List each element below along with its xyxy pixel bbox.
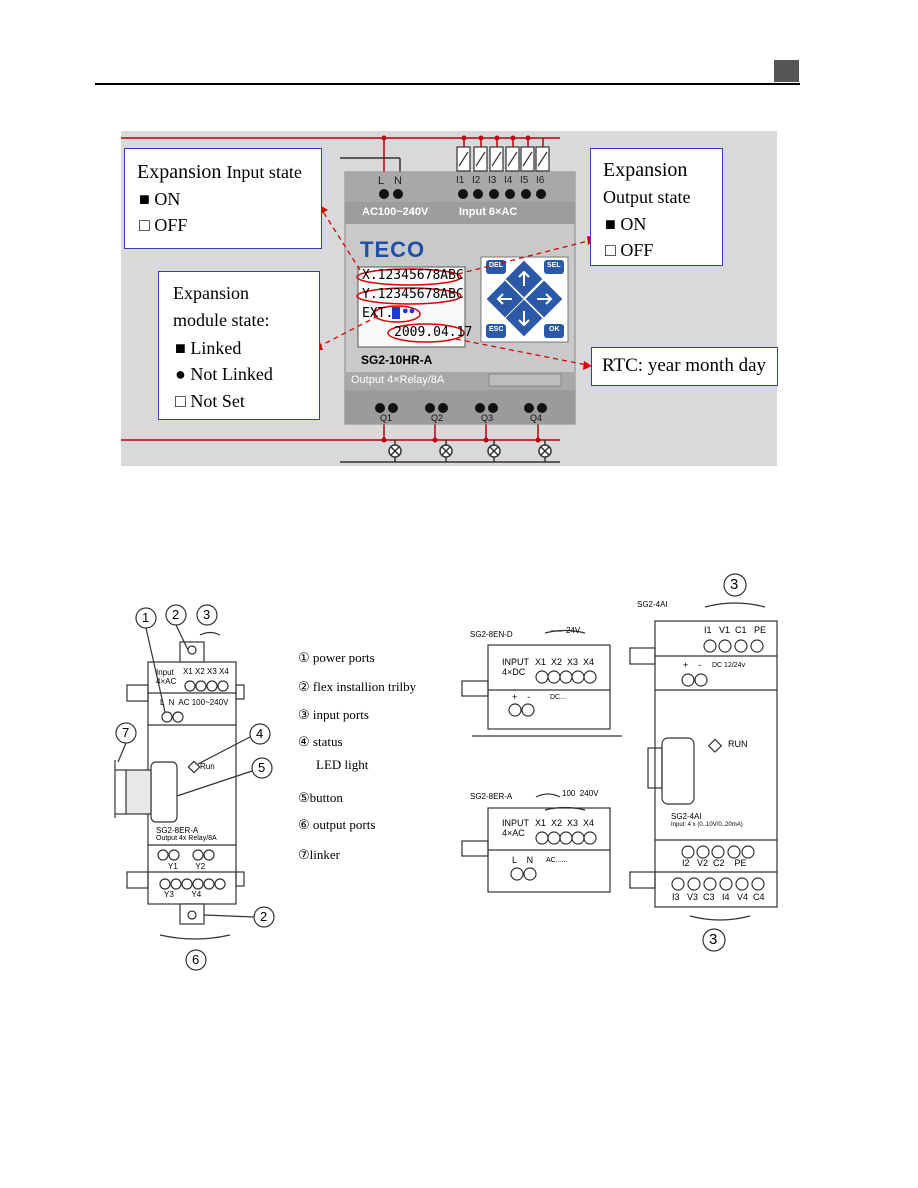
left-x-labels: X1 X2 X3 X4 <box>183 667 229 676</box>
left-run-label: Run <box>200 762 215 771</box>
legend-output-ports: ⑥ output ports <box>298 817 376 832</box>
lcd-line-ext: EXT. <box>362 306 394 321</box>
left-model: SG2-8ER-A <box>156 826 199 835</box>
lcd-line-x: X.12345678ABC <box>362 268 464 283</box>
lcd-line-y: Y.12345678ABC <box>362 287 464 302</box>
dc-power: + - <box>512 692 531 702</box>
callout-2: 2 <box>172 607 180 622</box>
callout-input-state: Expansion Input state ■ ON □ OFF <box>124 148 322 249</box>
ext-linked-icon <box>392 307 400 319</box>
left-power-label: L N AC 100~240V <box>160 698 229 707</box>
callout-rtc: RTC: year month day <box>591 347 778 386</box>
terminal-I6: I6 <box>536 175 545 186</box>
ai-top-ports: I1 V1 C1 PE <box>704 625 767 635</box>
terminal-I4: I4 <box>504 175 513 186</box>
output-q1: Q1 <box>380 413 393 423</box>
terminal-L: L <box>378 175 385 187</box>
callout-output-off: □ OFF <box>605 240 654 260</box>
callout-3: 3 <box>203 607 211 622</box>
ext-not-linked-icon: ●● <box>402 305 416 317</box>
brand-logo: TECO <box>360 237 426 262</box>
callout-module-linked: ■ Linked <box>175 338 242 358</box>
callout-input-on: ■ ON <box>139 189 181 209</box>
callout-input-off: □ OFF <box>139 215 188 235</box>
callout-rtc-text: RTC: year month day <box>602 355 767 376</box>
legend-button: ⑤button <box>298 790 343 805</box>
callout-input-title1: Expansion <box>137 161 222 183</box>
lcd-date: 2009.04.17 <box>394 325 473 340</box>
callout-4: 4 <box>256 726 264 741</box>
ai-mid-ports: I2 V2 C2 PE <box>682 858 747 868</box>
callout-module-title1: Expansion <box>173 283 249 303</box>
callout-output-title1: Expansion <box>603 159 688 181</box>
ai-title: SG2-4AI <box>637 600 668 609</box>
callout-module-not-linked: ● Not Linked <box>175 364 273 384</box>
callout-output-on: ■ ON <box>605 214 647 234</box>
dc-x-labels: X1 X2 X3 X4 <box>535 657 595 667</box>
ai-desc: Input: 4 x (0..10V/0..20mA) <box>671 822 743 828</box>
callout-module-not-set: □ Not Set <box>175 391 245 411</box>
output-q3: Q3 <box>481 413 494 423</box>
supply-label: AC100~240V <box>362 206 429 218</box>
key-sel[interactable]: SEL <box>547 262 561 269</box>
dc-title: SG2-8EN-D <box>470 630 513 639</box>
ac-input: INPUT <box>502 818 529 828</box>
ai-callout-3-bottom: 3 <box>709 931 718 948</box>
legend-flex-trilby: ② flex installion trilby <box>298 679 417 694</box>
ai-dc: DC 12/24v <box>712 662 746 669</box>
callout-6: 6 <box>192 952 200 967</box>
callout-2b: 2 <box>260 909 268 924</box>
output-q2: Q2 <box>431 413 444 423</box>
output-q4: Q4 <box>530 413 543 423</box>
legend-led-light: LED light <box>316 757 369 772</box>
ac-title: SG2-8ER-A <box>470 792 513 801</box>
key-ok[interactable]: OK <box>549 326 560 333</box>
callout-module-title2: module state: <box>173 310 270 330</box>
output-label: Output 4×Relay/8A <box>351 374 445 386</box>
left-input-label: Input 4×AC <box>156 668 177 686</box>
ac-input2: 4×AC <box>502 828 525 838</box>
terminal-I3: I3 <box>488 175 497 186</box>
callout-1: 1 <box>142 610 150 625</box>
ai-power: + - <box>683 660 702 670</box>
ac-supply: 100 240V <box>562 789 599 798</box>
callout-output-state: Expansion Output state ■ ON □ OFF <box>590 148 723 266</box>
legend-linker: ⑦linker <box>298 847 340 862</box>
plc-model: SG2-10HR-A <box>361 353 433 367</box>
header-rule <box>95 83 800 85</box>
left-y-top: Y1 Y2 <box>168 862 206 871</box>
callout-5: 5 <box>258 760 266 775</box>
input-label: Input 6×AC <box>459 206 518 218</box>
ai-bottom-ports: I3 V3 C3 I4 V4 C4 <box>672 892 765 902</box>
legend-power-ports: ① power ports <box>298 650 375 665</box>
terminal-I1: I1 <box>456 175 465 186</box>
callout-output-title2: Output state <box>603 187 691 207</box>
legend-input-ports: ③ input ports <box>298 707 369 722</box>
ai-model: SG2-4AI <box>671 812 702 821</box>
page-marker-box <box>774 60 799 82</box>
terminal-N: N <box>394 175 402 187</box>
key-del[interactable]: DEL <box>489 262 503 269</box>
callout-input-title2: Input state <box>226 162 302 182</box>
terminal-I2: I2 <box>472 175 481 186</box>
ac-label: AC...... <box>546 857 568 864</box>
ai-callout-3: 3 <box>730 576 739 593</box>
dc-supply: 24V <box>566 626 581 635</box>
callout-module-state: Expansion module state: ■ Linked ● Not L… <box>158 271 320 420</box>
ai-run: RUN <box>728 739 748 749</box>
dc-input2: 4×DC <box>502 667 526 677</box>
dc-label: DC... <box>550 694 566 701</box>
dc-input: INPUT <box>502 657 529 667</box>
left-y-bottom: Y3 Y4 <box>164 890 202 899</box>
ac-power: L N <box>512 855 534 865</box>
left-output-label: Output 4x Relay/8A <box>156 835 217 842</box>
key-esc[interactable]: ESC <box>489 326 504 333</box>
legend-status: ④ status <box>298 734 343 749</box>
callout-7: 7 <box>122 725 130 740</box>
ac-x-labels: X1 X2 X3 X4 <box>535 818 595 828</box>
terminal-I5: I5 <box>520 175 529 186</box>
